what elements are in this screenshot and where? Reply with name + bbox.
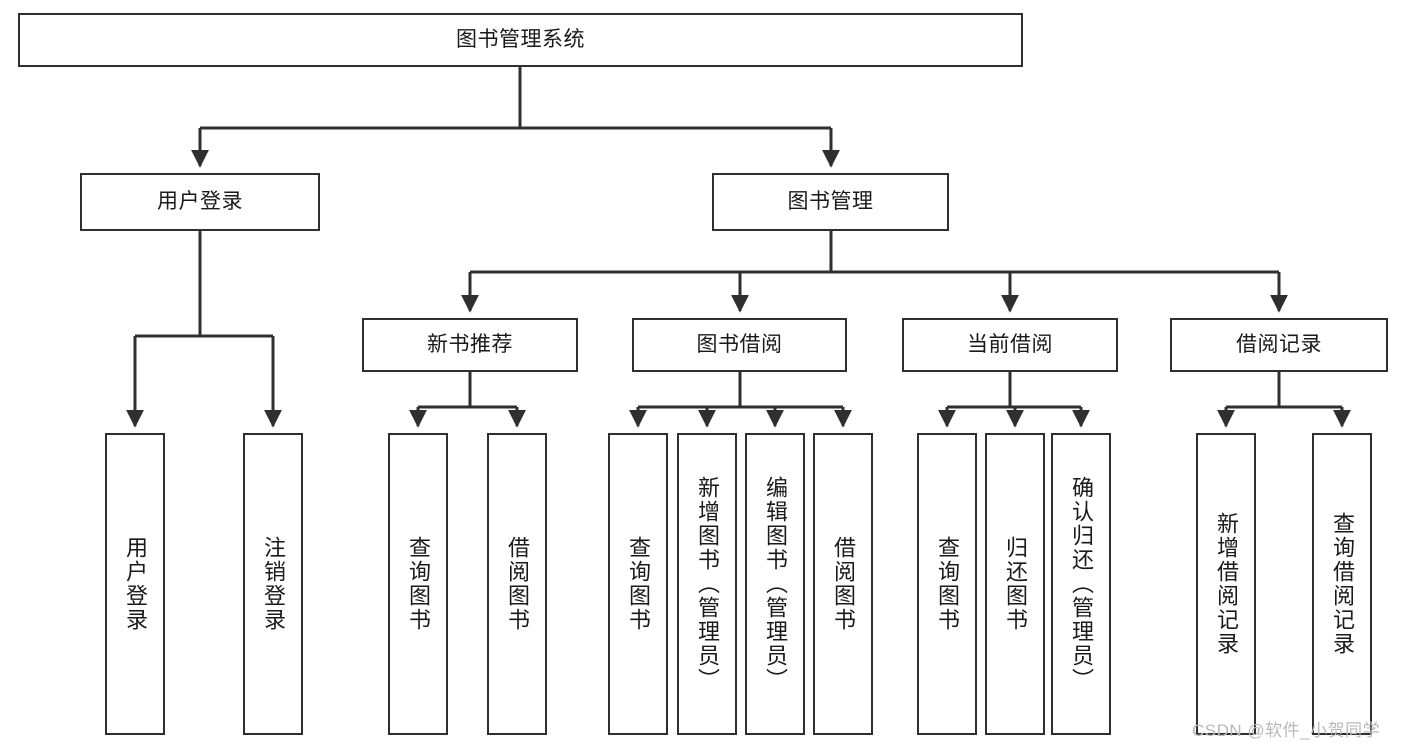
node-leaf-add-book-admin-label: 新增图书（管理员） xyxy=(695,476,720,692)
node-leaf-query-book-2-label: 查询图书 xyxy=(626,536,651,632)
node-leaf-add-borrow-record-label: 新增借阅记录 xyxy=(1214,512,1239,656)
node-leaf-borrow-book-1[interactable]: 借阅图书 xyxy=(487,433,547,735)
node-leaf-borrow-book-2[interactable]: 借阅图书 xyxy=(813,433,873,735)
node-leaf-edit-book-admin-label: 编辑图书（管理员） xyxy=(763,476,788,692)
node-book-borrow-label: 图书借阅 xyxy=(696,333,783,357)
node-leaf-query-borrow-record[interactable]: 查询借阅记录 xyxy=(1312,433,1372,735)
node-new-book-recommend[interactable]: 新书推荐 xyxy=(362,318,578,372)
node-borrow-record[interactable]: 借阅记录 xyxy=(1170,318,1388,372)
node-leaf-confirm-return-admin-label: 确认归还（管理员） xyxy=(1069,476,1094,692)
node-leaf-confirm-return-admin[interactable]: 确认归还（管理员） xyxy=(1051,433,1111,735)
node-borrow-record-label: 借阅记录 xyxy=(1236,333,1322,357)
node-book-borrow[interactable]: 图书借阅 xyxy=(632,318,847,372)
node-leaf-query-book-1-label: 查询图书 xyxy=(406,536,431,632)
node-root[interactable]: 图书管理系统 xyxy=(18,13,1023,67)
node-leaf-user-logout[interactable]: 注销登录 xyxy=(243,433,303,735)
node-leaf-query-book-2[interactable]: 查询图书 xyxy=(608,433,668,735)
node-current-borrow-label: 当前借阅 xyxy=(967,333,1053,357)
node-current-borrow[interactable]: 当前借阅 xyxy=(902,318,1118,372)
node-leaf-add-borrow-record[interactable]: 新增借阅记录 xyxy=(1196,433,1256,735)
node-leaf-user-login-label: 用户登录 xyxy=(123,536,148,632)
node-leaf-query-book-3-label: 查询图书 xyxy=(935,536,960,632)
node-leaf-return-book-label: 归还图书 xyxy=(1003,536,1028,632)
csdn-watermark: CSDN @软件_小贺同学 xyxy=(1192,721,1381,740)
node-leaf-query-book-3[interactable]: 查询图书 xyxy=(917,433,977,735)
node-root-label: 图书管理系统 xyxy=(456,28,585,52)
node-book-manage[interactable]: 图书管理 xyxy=(712,173,949,231)
node-leaf-query-book-1[interactable]: 查询图书 xyxy=(388,433,448,735)
node-leaf-borrow-book-2-label: 借阅图书 xyxy=(831,536,856,632)
node-book-manage-label: 图书管理 xyxy=(787,190,874,214)
node-leaf-user-logout-label: 注销登录 xyxy=(261,536,286,632)
node-new-book-recommend-label: 新书推荐 xyxy=(427,333,513,357)
node-leaf-return-book[interactable]: 归还图书 xyxy=(985,433,1045,735)
node-leaf-add-book-admin[interactable]: 新增图书（管理员） xyxy=(677,433,737,735)
node-leaf-user-login[interactable]: 用户登录 xyxy=(105,433,165,735)
node-leaf-borrow-book-1-label: 借阅图书 xyxy=(505,536,530,632)
node-leaf-edit-book-admin[interactable]: 编辑图书（管理员） xyxy=(745,433,805,735)
node-user-login-label: 用户登录 xyxy=(157,190,243,214)
node-leaf-query-borrow-record-label: 查询借阅记录 xyxy=(1330,512,1355,656)
node-user-login[interactable]: 用户登录 xyxy=(80,173,320,231)
